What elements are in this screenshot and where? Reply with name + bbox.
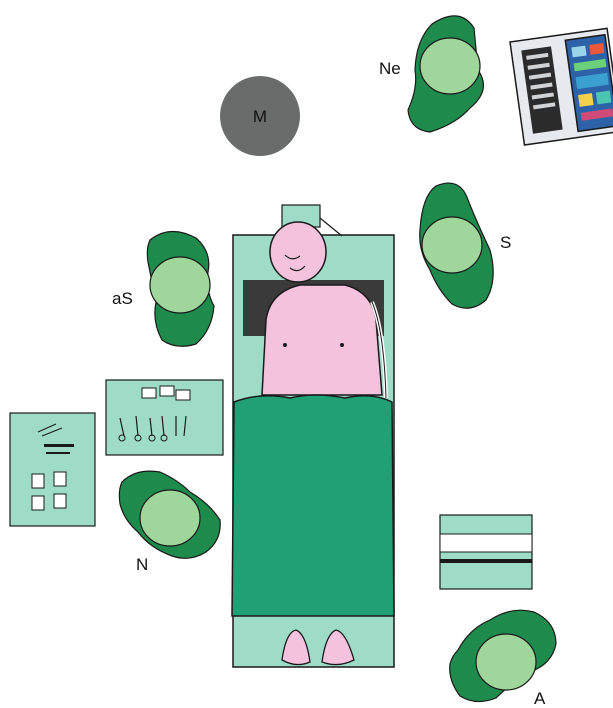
label-as: aS — [112, 289, 133, 308]
person-icon: Ne — [379, 16, 483, 132]
surgical-drape — [232, 395, 394, 616]
equipment-cart-icon — [440, 515, 532, 589]
person-icon: N — [119, 471, 220, 574]
monitor-label: M — [253, 107, 267, 126]
person-icon: S — [420, 183, 512, 308]
person-icon: A — [450, 610, 556, 708]
instrument-tray-icon — [106, 380, 223, 455]
label-n: N — [136, 555, 148, 574]
monitor-disc-icon: M — [220, 76, 300, 156]
computer-monitor-icon — [510, 28, 613, 145]
label-s: S — [500, 233, 511, 252]
person-icon: aS — [112, 231, 214, 346]
supply-tray-icon — [10, 413, 95, 526]
label-ne: Ne — [379, 59, 401, 78]
label-a: A — [534, 689, 546, 708]
